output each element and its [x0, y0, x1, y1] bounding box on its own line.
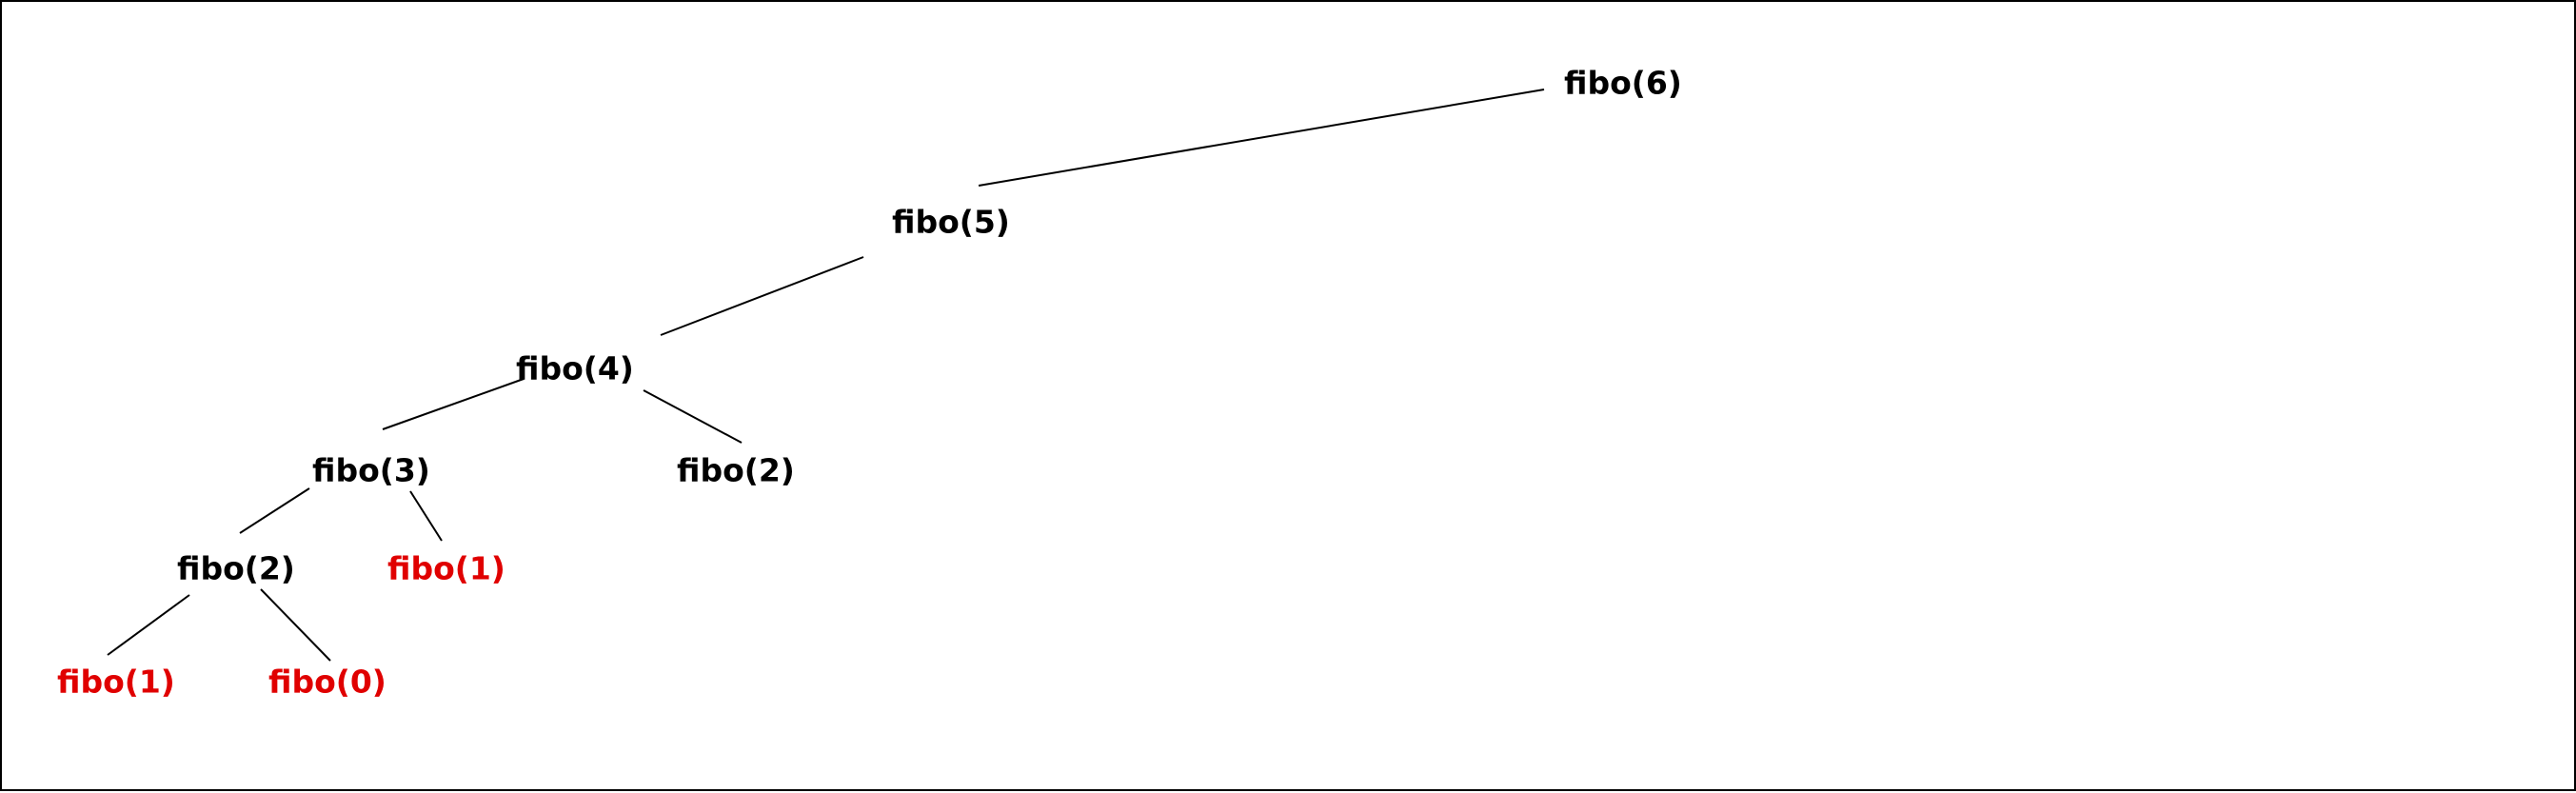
tree-node-n1b: fibo(1) [387, 550, 505, 587]
edge-n2a-to-n1a [107, 594, 190, 656]
tree-node-n2a: fibo(2) [177, 550, 295, 587]
tree-node-n1a: fibo(1) [57, 664, 175, 701]
tree-node-n3: fibo(3) [312, 452, 430, 489]
tree-node-n5: fibo(5) [892, 204, 1010, 241]
edge-n2a-to-n0 [260, 588, 331, 662]
edge-n4-to-n3 [382, 378, 525, 430]
edge-n6-to-n5 [978, 89, 1545, 187]
edge-n3-to-n2a [239, 487, 310, 534]
tree-node-n4: fibo(4) [516, 350, 634, 387]
edge-n4-to-n2b [643, 389, 743, 444]
tree-node-n6: fibo(6) [1564, 65, 1682, 102]
edge-n5-to-n4 [660, 256, 864, 336]
tree-node-n2b: fibo(2) [677, 452, 795, 489]
edge-n3-to-n1b [409, 490, 443, 542]
tree-node-n0: fibo(0) [268, 664, 386, 701]
